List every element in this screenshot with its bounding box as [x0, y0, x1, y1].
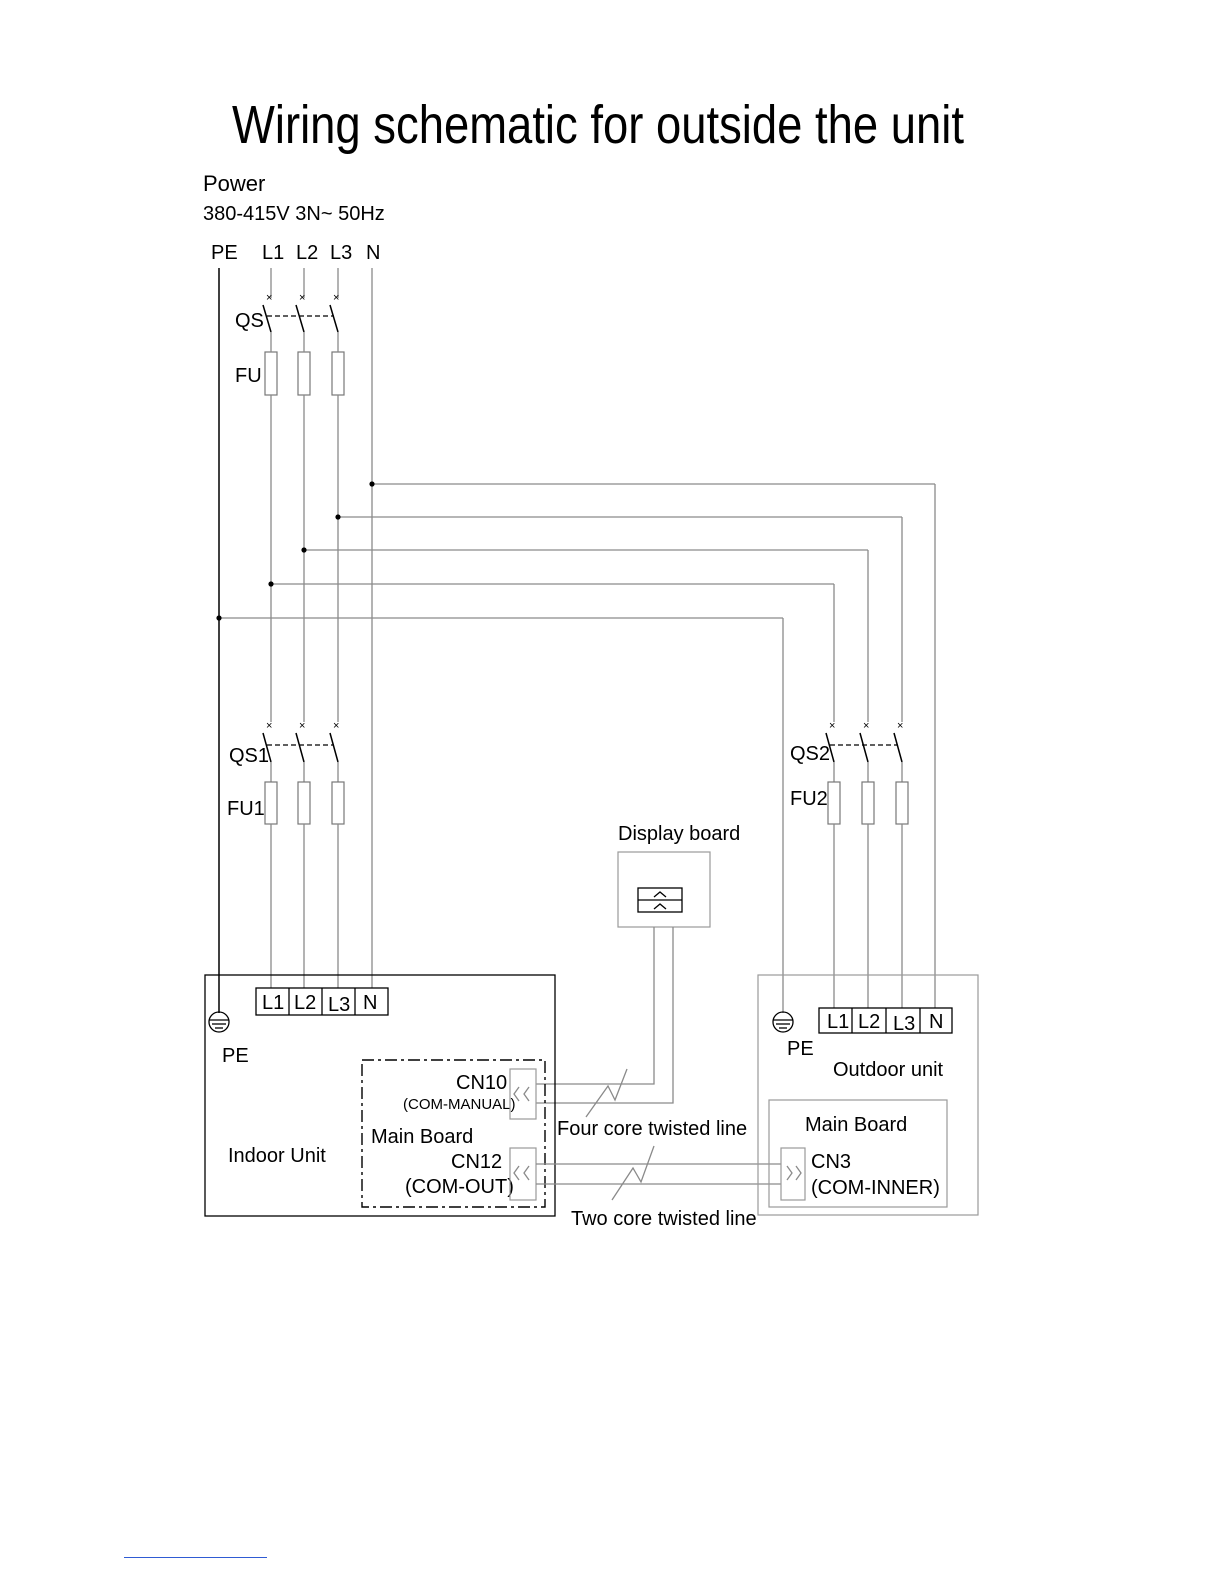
- indoor-terminal-l1: L1: [262, 992, 284, 1014]
- indoor-terminal-l3: L3: [328, 994, 350, 1016]
- svg-text:×: ×: [299, 720, 305, 732]
- indoor-fuse-l1: [265, 782, 277, 824]
- outdoor-terminal-l2: L2: [858, 1011, 880, 1033]
- outdoor-fuse-l3: [896, 782, 908, 824]
- indoor-pe-label: PE: [222, 1045, 249, 1067]
- power-spec: 380-415V 3N~ 50Hz: [203, 203, 385, 225]
- indoor-ground-icon: [209, 1012, 229, 1032]
- outdoor-fuse-l1: [828, 782, 840, 824]
- outdoor-ground-icon: [773, 1012, 793, 1032]
- svg-text:×: ×: [829, 720, 835, 732]
- outdoor-unit-label: Outdoor unit: [833, 1059, 944, 1081]
- indoor-fuse-label: FU1: [227, 798, 265, 820]
- svg-text:×: ×: [299, 292, 305, 304]
- main-fuse-l1: [265, 352, 277, 395]
- footer-rule: [124, 1557, 267, 1558]
- diagram-title: Wiring schematic for outside the unit: [232, 95, 964, 155]
- cn10-sub-label: (COM-MANUAL): [403, 1096, 516, 1113]
- indoor-unit-label: Indoor Unit: [228, 1145, 326, 1167]
- outdoor-fuse-label: FU2: [790, 788, 828, 810]
- svg-text:×: ×: [333, 292, 339, 304]
- cn12-sub-label: (COM-OUT): [405, 1176, 514, 1198]
- main-switch: × × ×: [263, 268, 339, 332]
- two-core-cable: [536, 1146, 781, 1200]
- indoor-switch-label: QS1: [229, 745, 269, 767]
- outdoor-terminal-l1: L1: [827, 1011, 849, 1033]
- main-fuse-l2: [298, 352, 310, 395]
- main-fuse-l3: [332, 352, 344, 395]
- indoor-terminal-n: N: [363, 992, 377, 1014]
- svg-text:×: ×: [333, 720, 339, 732]
- cn3-label: CN3: [811, 1151, 851, 1173]
- main-switch-label: QS: [235, 310, 264, 332]
- svg-text:×: ×: [266, 720, 272, 732]
- supply-l3-label: L3: [330, 242, 352, 264]
- svg-text:×: ×: [266, 292, 272, 304]
- outdoor-switch-label: QS2: [790, 743, 830, 765]
- display-board: [618, 852, 710, 927]
- four-core-cable: [536, 927, 673, 1117]
- supply-n-label: N: [366, 242, 380, 264]
- svg-text:×: ×: [863, 720, 869, 732]
- supply-pe-label: PE: [211, 242, 238, 264]
- cn10-label: CN10: [456, 1072, 507, 1094]
- outdoor-main-board-label: Main Board: [805, 1114, 907, 1136]
- supply-l2-label: L2: [296, 242, 318, 264]
- indoor-switch: × × ×: [263, 720, 339, 782]
- indoor-terminal-l2: L2: [294, 992, 316, 1014]
- svg-text:×: ×: [897, 720, 903, 732]
- main-fuse-label: FU: [235, 365, 262, 387]
- cn3-sub-label: (COM-INNER): [811, 1177, 940, 1199]
- cn12-label: CN12: [451, 1151, 502, 1173]
- two-core-label: Two core twisted line: [571, 1208, 757, 1230]
- cn12-connector: [510, 1148, 536, 1200]
- supply-l1-label: L1: [262, 242, 284, 264]
- cn3-connector: [781, 1148, 805, 1200]
- power-label: Power: [203, 171, 265, 196]
- outdoor-pe-label: PE: [787, 1038, 814, 1060]
- display-board-label: Display board: [618, 823, 740, 845]
- outdoor-switch: × × ×: [826, 720, 903, 782]
- outdoor-terminal-n: N: [929, 1011, 943, 1033]
- four-core-label: Four core twisted line: [557, 1118, 747, 1140]
- indoor-fuse-l2: [298, 782, 310, 824]
- outdoor-fuse-l2: [862, 782, 874, 824]
- indoor-main-board-label: Main Board: [371, 1126, 473, 1148]
- indoor-fuse-l3: [332, 782, 344, 824]
- outdoor-terminal-l3: L3: [893, 1013, 915, 1035]
